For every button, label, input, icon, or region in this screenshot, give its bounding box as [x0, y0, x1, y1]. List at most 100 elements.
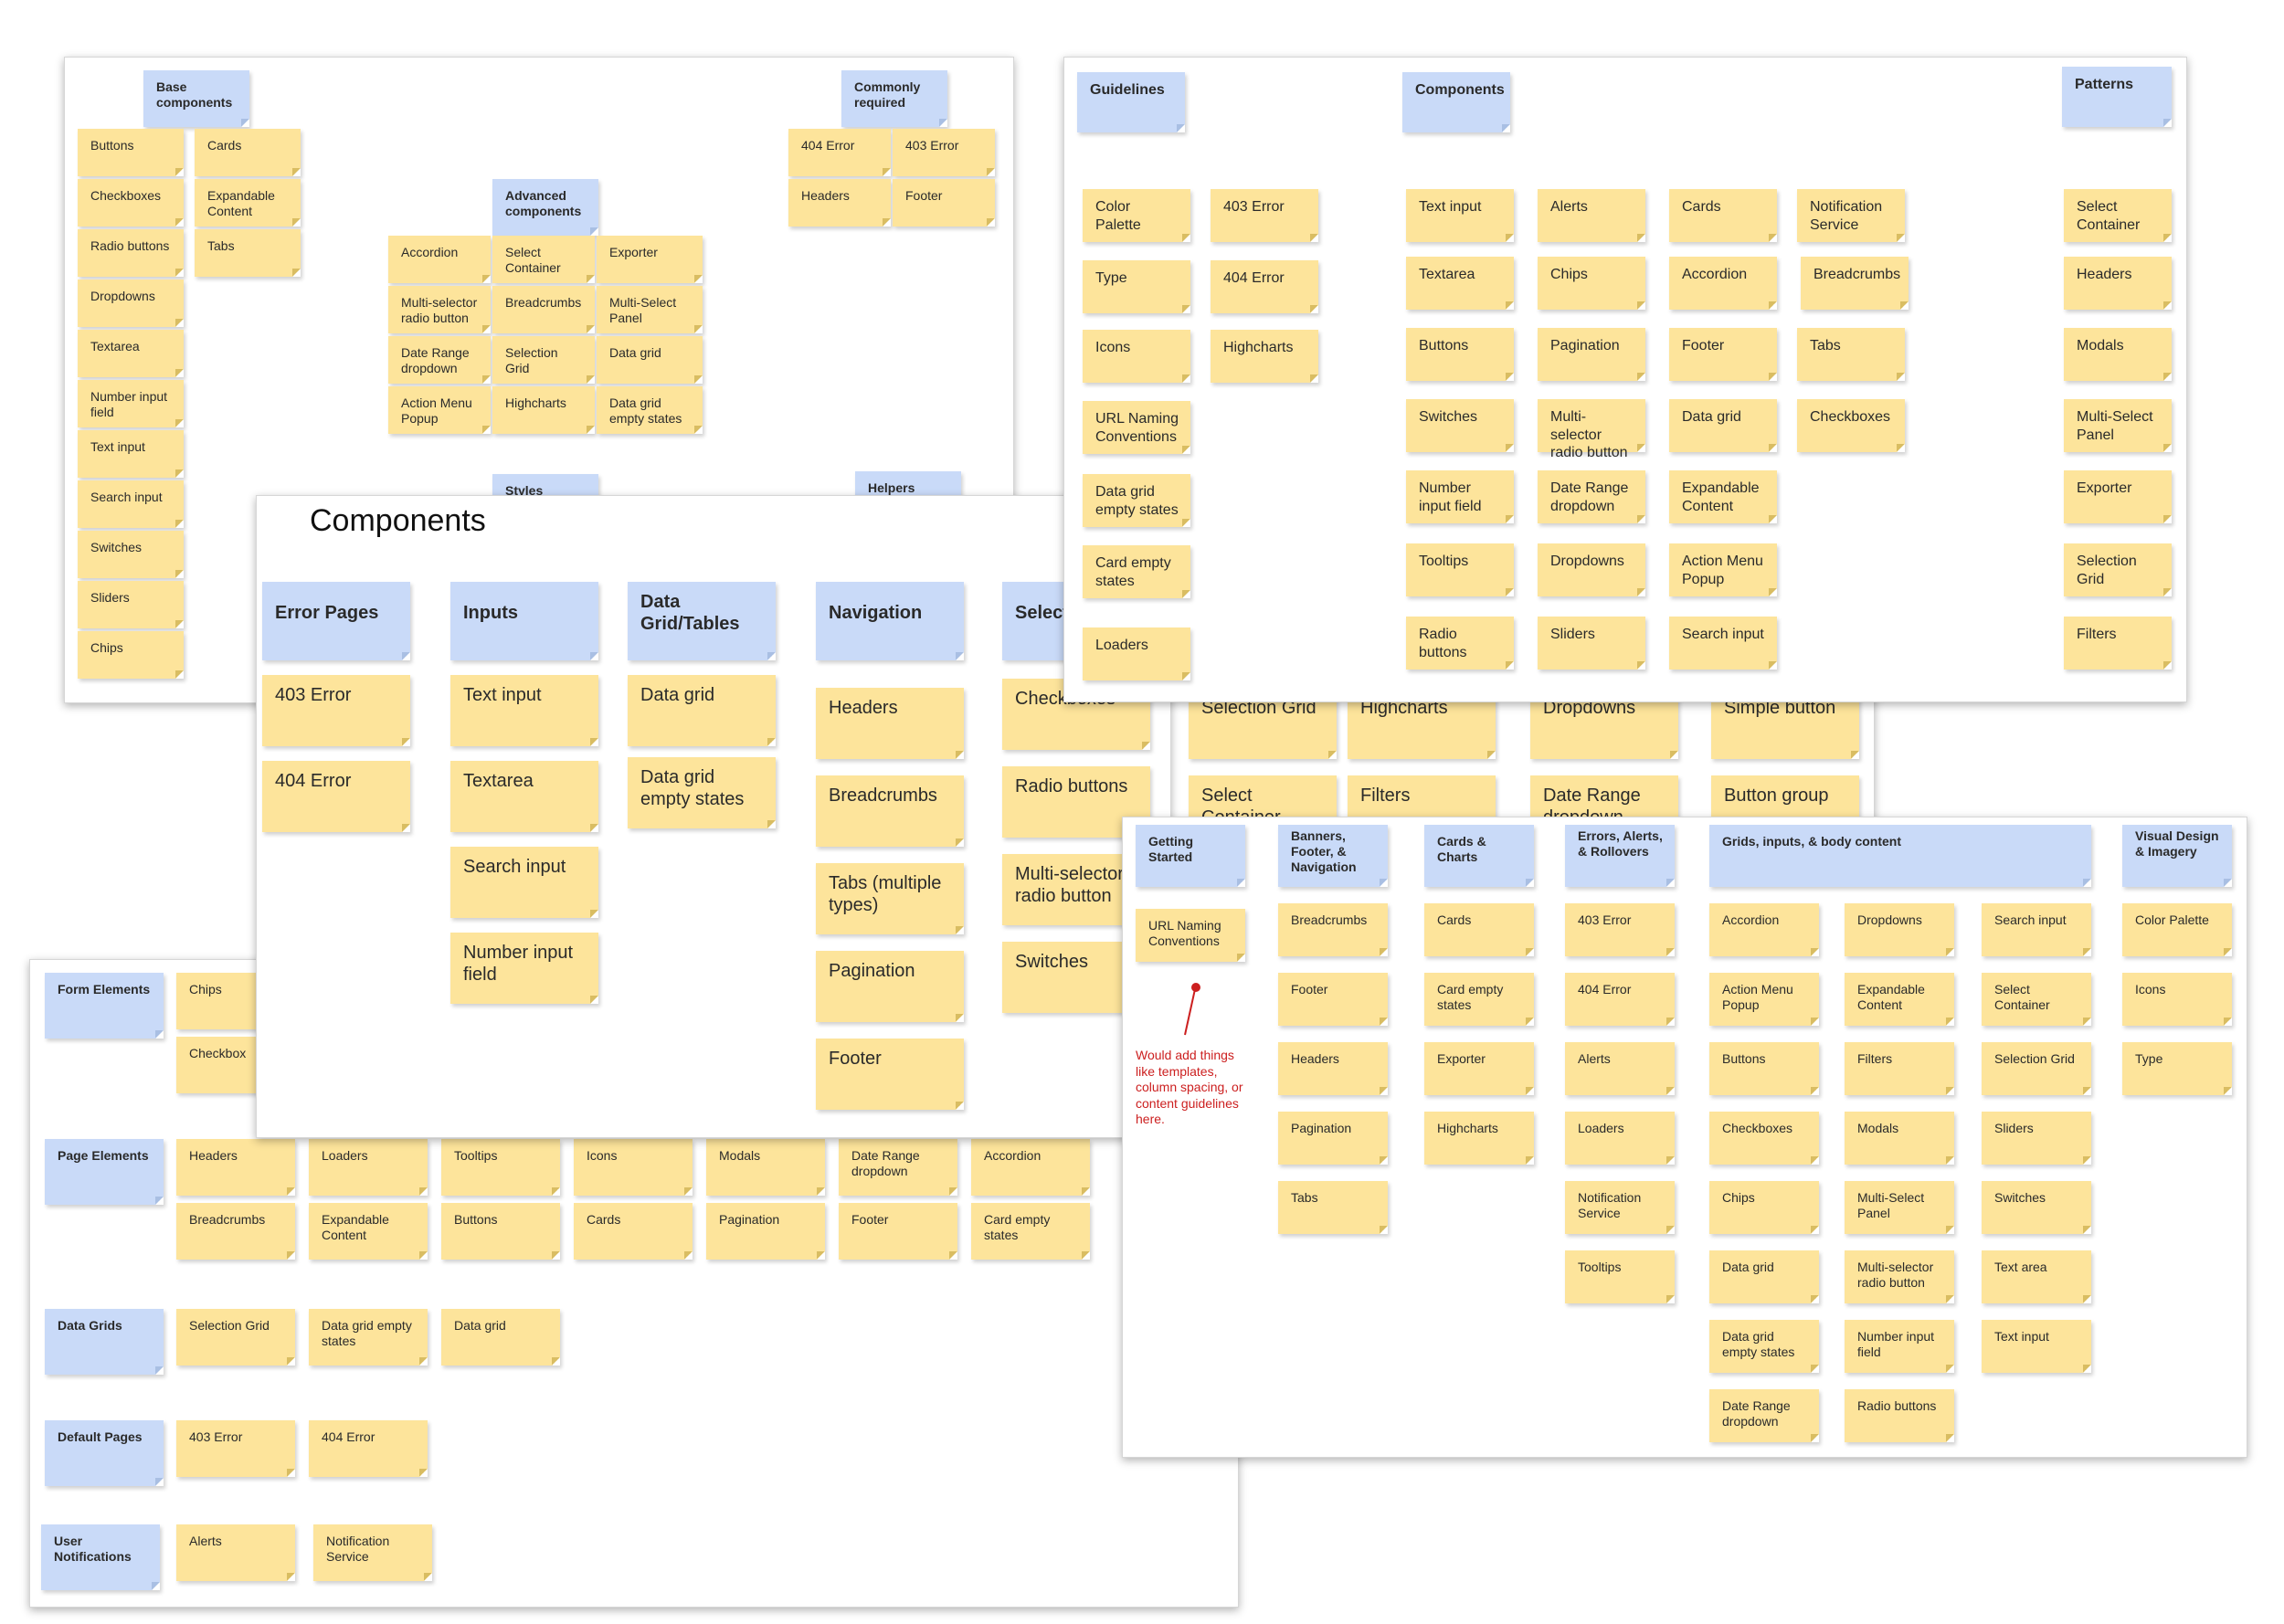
sticky-note: Text input [1406, 189, 1514, 242]
sticky-note: Multi-selector radio button [1538, 399, 1645, 460]
sticky-header: User Notifications [41, 1524, 160, 1590]
sticky-header: Page Elements [45, 1139, 164, 1205]
sticky-note: Headers [1278, 1042, 1388, 1095]
sticky-note: Data grid [441, 1309, 560, 1366]
sticky-note: Action Menu Popup [388, 386, 491, 434]
sticky-note: Text input [78, 430, 184, 478]
sticky-note: Date Range dropdown [1538, 470, 1645, 523]
sticky-note: Expandable Content [1845, 973, 1954, 1026]
sticky-note: Filters [1845, 1042, 1954, 1095]
sticky-note: Date Range dropdown [1709, 1389, 1819, 1442]
sticky-note: Data grid empty states [597, 386, 703, 434]
sticky-note: Pagination [816, 951, 964, 1022]
sticky-note: Pagination [1538, 328, 1645, 381]
sticky-note: Text input [450, 675, 598, 746]
sticky-note: Checkboxes [1797, 399, 1905, 452]
sticky-note: Radio buttons [78, 229, 184, 277]
sticky-note: Icons [2122, 973, 2232, 1026]
sticky-note: Alerts [176, 1524, 295, 1581]
sticky-note: Radio buttons [1845, 1389, 1954, 1442]
sticky-note: Switches [1406, 399, 1514, 452]
sticky-note: Select Container [492, 236, 595, 283]
sticky-note: Selection Grid [492, 336, 595, 384]
sticky-note: Checkboxes [78, 179, 184, 227]
sticky-note: Color Palette [1083, 189, 1190, 242]
sticky-note: Notification Service [1797, 189, 1905, 242]
sticky-note: Icons [1083, 330, 1190, 383]
sticky-note: Footer [816, 1039, 964, 1110]
sticky-note: Type [1083, 260, 1190, 313]
sticky-note: Sliders [1538, 617, 1645, 670]
sticky-note: Select Container [2064, 189, 2172, 242]
sticky-header: Banners, Footer, & Navigation [1278, 825, 1388, 887]
sticky-note: Accordion [971, 1139, 1090, 1196]
sticky-note: Exporter [2064, 470, 2172, 523]
sticky-note: Breadcrumbs [492, 286, 595, 333]
sticky-note: Data grid [1669, 399, 1777, 452]
sticky-note: Alerts [1538, 189, 1645, 242]
sticky-note: Pagination [706, 1203, 825, 1260]
sticky-note: URL Naming Conventions [1136, 909, 1245, 962]
sticky-note: Breadcrumbs [816, 775, 964, 847]
sticky-header: Grids, inputs, & body content [1709, 825, 2091, 887]
sticky-note: Loaders [309, 1139, 428, 1196]
sticky-note: Footer [893, 179, 995, 227]
sticky-note: Headers [816, 688, 964, 759]
sticky-note: Accordion [388, 236, 491, 283]
sticky-header: Form Elements [45, 973, 164, 1039]
sticky-note: Footer [1669, 328, 1777, 381]
sticky-note: Buttons [441, 1203, 560, 1260]
guidelines-board: Guidelines Components Patterns Color Pal… [1063, 57, 2187, 702]
sticky-note: Breadcrumbs [1278, 903, 1388, 956]
sticky-note: Date Range dropdown [839, 1139, 957, 1196]
sticky-note: Tooltips [1406, 543, 1514, 596]
sticky-note: Chips [1709, 1181, 1819, 1234]
sticky-note: Modals [1845, 1112, 1954, 1165]
sticky-header: Patterns [2062, 67, 2172, 127]
annotation-text: Would add things like templates, column … [1136, 1048, 1243, 1126]
sticky-note: 404 Error [1211, 260, 1318, 313]
sticky-header: Error Pages [262, 582, 410, 660]
sticky-note: Dropdowns [1538, 543, 1645, 596]
sticky-note: Loaders [1565, 1112, 1675, 1165]
sticky-note: Accordion [1669, 257, 1777, 310]
sticky-note: Color Palette [2122, 903, 2232, 956]
sticky-note: 403 Error [893, 129, 995, 176]
sticky-header: Advanced components [492, 179, 598, 236]
sticky-header: Getting Started [1136, 825, 1245, 887]
sticky-note: 403 Error [1211, 189, 1318, 242]
sticky-note: 403 Error [176, 1420, 295, 1477]
sticky-note: Radio buttons [1406, 617, 1514, 670]
sticky-note: Search input [78, 480, 184, 528]
sticky-note: Tooltips [1565, 1250, 1675, 1303]
sticky-note: Highcharts [1211, 330, 1318, 383]
sticky-note: Cards [195, 129, 301, 176]
sticky-note: 404 Error [309, 1420, 428, 1477]
sticky-note: Sliders [78, 581, 184, 628]
sticky-note: Footer [1278, 973, 1388, 1026]
sticky-note: Chips [1538, 257, 1645, 310]
sticky-note: Headers [2064, 257, 2172, 310]
sticky-note: Sliders [1982, 1112, 2091, 1165]
sticky-note: Highcharts [492, 386, 595, 434]
sticky-note: Card empty states [1083, 545, 1190, 598]
sticky-note: Data grid empty states [1709, 1320, 1819, 1373]
sticky-note: Number input field [78, 380, 184, 427]
sticky-note: Data grid empty states [1083, 474, 1190, 527]
sticky-note: Buttons [1406, 328, 1514, 381]
sticky-note: Checkboxes [1709, 1112, 1819, 1165]
sticky-header: Cards & Charts [1424, 825, 1534, 887]
sticky-note: Breadcrumbs [176, 1203, 295, 1260]
sticky-note: Switches [1982, 1181, 2091, 1234]
sticky-note: Textarea [78, 330, 184, 377]
sticky-note: Type [2122, 1042, 2232, 1095]
sticky-note: Textarea [450, 761, 598, 832]
sticky-note: Modals [2064, 328, 2172, 381]
sticky-note: Text input [1982, 1320, 2091, 1373]
sticky-note: Exporter [1424, 1042, 1534, 1095]
sticky-note: Search input [450, 847, 598, 918]
sticky-note: Action Menu Popup [1669, 543, 1777, 596]
sticky-note: Number input field [450, 933, 598, 1004]
sticky-header: Default Pages [45, 1420, 164, 1486]
sticky-note: Data grid [628, 675, 776, 746]
